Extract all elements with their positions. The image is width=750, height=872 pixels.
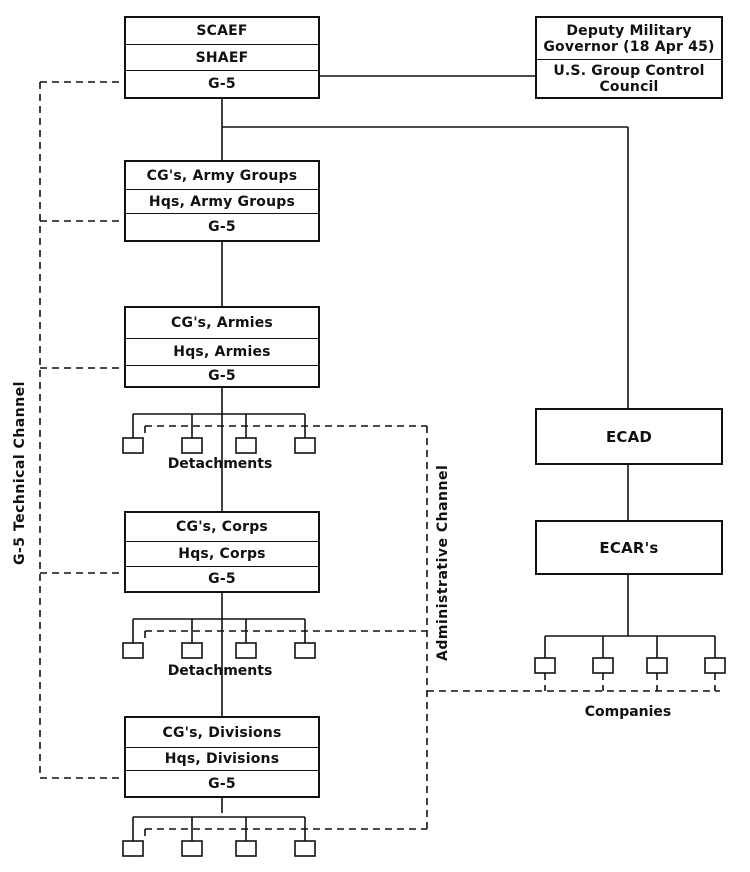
detachment-unit-box: [235, 642, 257, 659]
shaef-label: SHAEF: [126, 45, 318, 71]
ecars-label: ECAR's: [599, 538, 659, 557]
detachment-unit-box: [181, 437, 203, 454]
corps-g5-label: G-5: [208, 571, 236, 587]
detachment-unit-box: [294, 840, 316, 857]
administrative-channel-label: Administrative Channel: [435, 464, 451, 661]
detachment-unit-box: [181, 840, 203, 857]
corps-box: CG's, Corps Hqs, Corps G-5: [124, 511, 320, 593]
detachments-label: Detachments: [167, 456, 273, 472]
detachment-unit-box: [122, 642, 144, 659]
detachment-unit-box: [235, 840, 257, 857]
divisions-g5-label: G-5: [208, 775, 236, 792]
divisions-cg-label: CG's, Divisions: [126, 718, 318, 748]
divisions-box: CG's, Divisions Hqs, Divisions G-5: [124, 716, 320, 798]
detachment-unit-box: [294, 642, 316, 659]
armies-cg-label: CG's, Armies: [126, 308, 318, 339]
armies-hqs-label: Hqs, Armies: [126, 339, 318, 366]
divisions-hqs-label: Hqs, Divisions: [126, 748, 318, 771]
company-unit-box: [646, 657, 668, 674]
company-unit-box: [592, 657, 614, 674]
g5-label: G-5: [208, 76, 236, 92]
company-unit-box: [704, 657, 726, 674]
army-groups-hqs-label: Hqs, Army Groups: [126, 190, 318, 214]
ecad-box: ECAD: [535, 408, 723, 465]
scaef-label: SCAEF: [126, 18, 318, 45]
detachment-unit-box: [181, 642, 203, 659]
ecad-label: ECAD: [605, 427, 653, 446]
corps-cg-label: CG's, Corps: [126, 513, 318, 542]
armies-box: CG's, Armies Hqs, Armies G-5: [124, 306, 320, 388]
deputy-governor-box: Deputy Military Governor (18 Apr 45) U.S…: [535, 16, 723, 99]
army-groups-cg-label: CG's, Army Groups: [126, 162, 318, 190]
company-unit-box: [534, 657, 556, 674]
armies-g5-label: G-5: [208, 368, 236, 384]
army-groups-g5-label: G-5: [208, 219, 236, 235]
ecars-box: ECAR's: [535, 520, 723, 575]
scaef-shaef-box: SCAEF SHAEF G-5: [124, 16, 320, 99]
detachment-unit-box: [122, 840, 144, 857]
detachment-unit-box: [235, 437, 257, 454]
corps-hqs-label: Hqs, Corps: [126, 542, 318, 567]
detachments-label: Detachments: [167, 663, 273, 679]
detachment-unit-box: [122, 437, 144, 454]
deputy-governor-label: Deputy Military Governor (18 Apr 45): [537, 18, 721, 60]
companies-label: Companies: [584, 704, 672, 720]
army-groups-box: CG's, Army Groups Hqs, Army Groups G-5: [124, 160, 320, 242]
technical-channel-label: G-5 Technical Channel: [12, 381, 28, 565]
control-council-label: U.S. Group Control Council: [553, 62, 705, 95]
detachment-unit-box: [294, 437, 316, 454]
